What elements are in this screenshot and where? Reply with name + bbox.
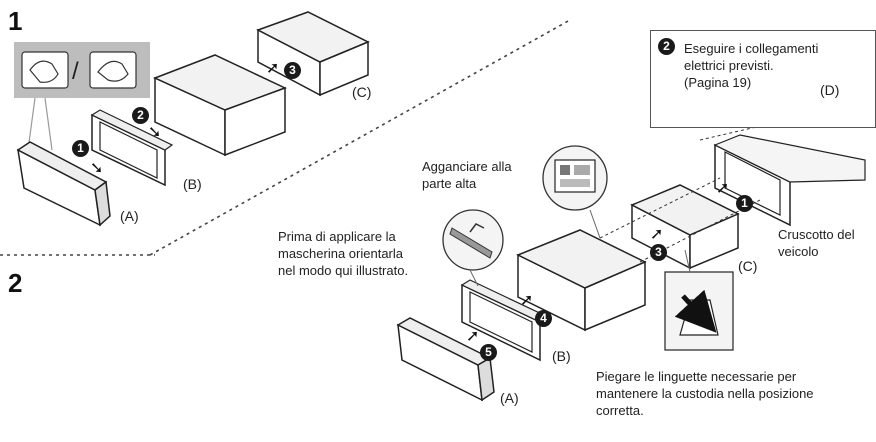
badge-step-2-top: 2 bbox=[132, 107, 149, 124]
label-c-top: (C) bbox=[352, 84, 372, 100]
arrow-icon: ➚ bbox=[716, 178, 730, 197]
label-b-bottom: (B) bbox=[552, 348, 571, 364]
arrow-icon: ➚ bbox=[520, 290, 534, 309]
arrow-icon: ➘ bbox=[90, 158, 104, 177]
badge-step-4-bottom: 4 bbox=[535, 310, 552, 327]
label-c-bottom: (C) bbox=[738, 258, 758, 274]
faceplate-a-top bbox=[16, 141, 111, 227]
arrow-icon: ➚ bbox=[266, 58, 280, 77]
arrow-icon: ➚ bbox=[650, 224, 664, 243]
trim-frame-b-bottom bbox=[460, 279, 550, 362]
note-orient-faceplate: Prima di applicare la mascherina orienta… bbox=[278, 229, 409, 278]
arrow-icon: ➚ bbox=[466, 326, 480, 345]
label-b-top: (B) bbox=[183, 176, 202, 192]
note-bend-tabs: Piegare le linguette necessarie per mant… bbox=[596, 369, 814, 418]
badge-step-3-top: 3 bbox=[284, 62, 301, 79]
section-divider bbox=[149, 19, 571, 256]
magnifier-hook-detail bbox=[442, 209, 504, 271]
trim-frame-b-top bbox=[90, 109, 174, 187]
connection-callout bbox=[650, 30, 876, 128]
badge-step-3-bottom: 3 bbox=[650, 244, 667, 261]
note-hook-top: Agganciare alla parte alta bbox=[422, 159, 512, 191]
badge-step-1-bottom: 1 bbox=[736, 195, 753, 212]
dashboard-opening bbox=[713, 134, 866, 227]
head-unit-bottom bbox=[516, 229, 647, 332]
badge-step-2-callout: 2 bbox=[658, 38, 675, 55]
arrow-icon: ➘ bbox=[148, 122, 162, 141]
mounting-sleeve-c-bottom bbox=[630, 184, 740, 270]
badge-step-5-bottom: 5 bbox=[480, 344, 497, 361]
note-dashboard: Cruscotto del veicolo bbox=[778, 227, 855, 259]
badge-step-1-top: 1 bbox=[72, 140, 89, 157]
head-unit-top bbox=[153, 54, 287, 157]
label-a-bottom: (A) bbox=[500, 390, 519, 406]
label-a-top: (A) bbox=[120, 208, 139, 224]
label-d: (D) bbox=[820, 82, 840, 98]
step-2-number: 2 bbox=[8, 268, 23, 298]
note-connections: Eseguire i collegamenti elettrici previs… bbox=[684, 41, 819, 90]
slash-separator: / bbox=[72, 58, 79, 85]
step-1-number: 1 bbox=[8, 6, 23, 36]
